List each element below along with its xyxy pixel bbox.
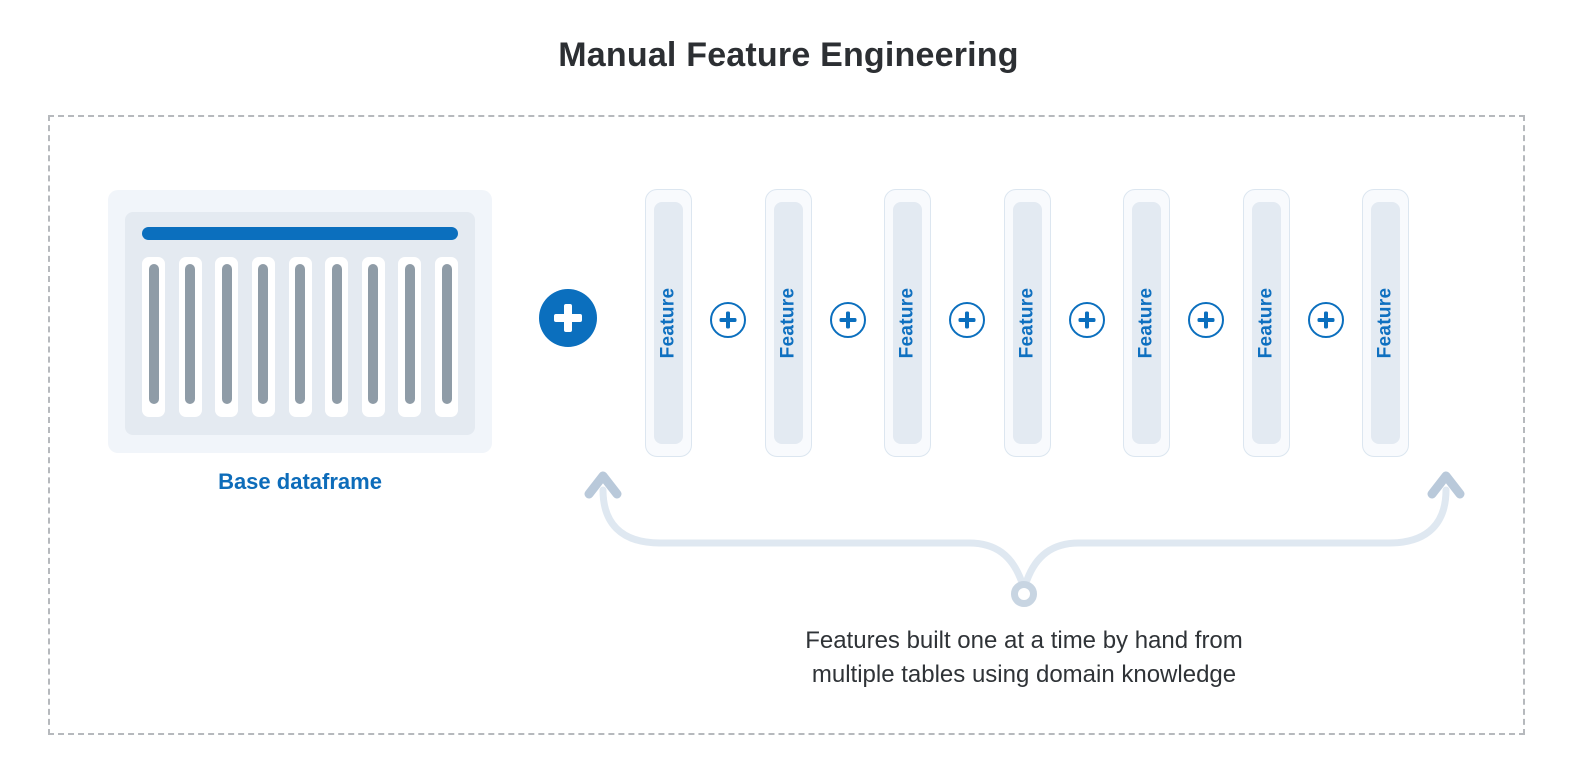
feature-pill: Feature [884,189,931,457]
feature-pill: Feature [1003,189,1051,457]
plus-icon [539,289,597,347]
feature-pill-label: Feature [657,287,679,359]
base-dataframe-label: Base dataframe [218,469,382,494]
dataframe-column [325,257,349,417]
feature-pill-body [1132,202,1161,444]
plus-circle-icon [829,301,866,338]
feature-pill-body [1371,202,1400,444]
feature-pill-label: Feature [896,287,918,359]
brace-right-curve [1023,486,1450,584]
feature-pill-body [773,202,803,444]
feature-pill-body [1251,202,1281,444]
table-column-bar-icon [331,264,342,404]
page-title: Manual Feature Engineering [558,36,1019,74]
caption: Features built one at a time by hand fro… [704,624,1344,692]
table-column-bar-icon [148,264,159,404]
feature-pill-body [1012,202,1042,444]
feature-pill-label: Feature [1135,287,1157,359]
feature-pill: Feature [1362,189,1409,457]
feature-pill-label: Feature [1016,287,1038,359]
feature-pill: Feature [764,189,812,457]
dashed-frame [48,115,1525,735]
table-header-bar-icon [142,227,458,240]
plus-circle-icon [1188,301,1225,338]
plus-circle-icon [1068,301,1105,338]
base-dataframe-graphic [108,190,492,453]
plus-circle-icon [1307,301,1344,338]
dataframe-column [178,257,202,417]
feature-pill-label: Feature [777,287,799,359]
table-column-bar-icon [368,264,379,404]
plus-circle-icon [710,301,747,338]
feature-pill: Feature [645,189,692,457]
table-column-bar-icon [295,264,305,404]
ring-icon [1011,581,1037,607]
feature-pill-body [654,202,683,444]
dataframe-column [398,257,422,417]
table-column-bar-icon [258,264,269,404]
caption-line-2: multiple tables using domain knowledge [811,661,1237,688]
caption-line-1: Features built one at a time by hand fro… [805,627,1243,654]
table-column-bar-icon [441,264,452,404]
feature-pill-label: Feature [1374,287,1396,359]
features-row: Feature Feature Feature Feature Feature … [645,189,1409,457]
dataframe-column [251,257,275,417]
brace-left-curve [599,486,1025,584]
feature-pill: Feature [1242,189,1290,457]
table-column-bar-icon [221,264,232,404]
brace-arrow [584,471,1465,607]
dataframe-column [288,257,312,417]
dataframe-table [125,212,475,435]
feature-pill: Feature [1123,189,1170,457]
dataframe-column [215,257,239,417]
arrow-up-icon [1427,471,1465,499]
arrow-up-icon [584,471,622,499]
dataframe-columns [142,257,458,417]
dataframe-column [361,257,385,417]
dataframe-column [142,257,165,417]
table-column-bar-icon [404,264,415,404]
plus-circle-icon [949,301,986,338]
dataframe-column [435,257,458,417]
feature-pill-label: Feature [1255,287,1277,359]
table-column-bar-icon [185,264,196,404]
feature-pill-body [893,202,922,444]
